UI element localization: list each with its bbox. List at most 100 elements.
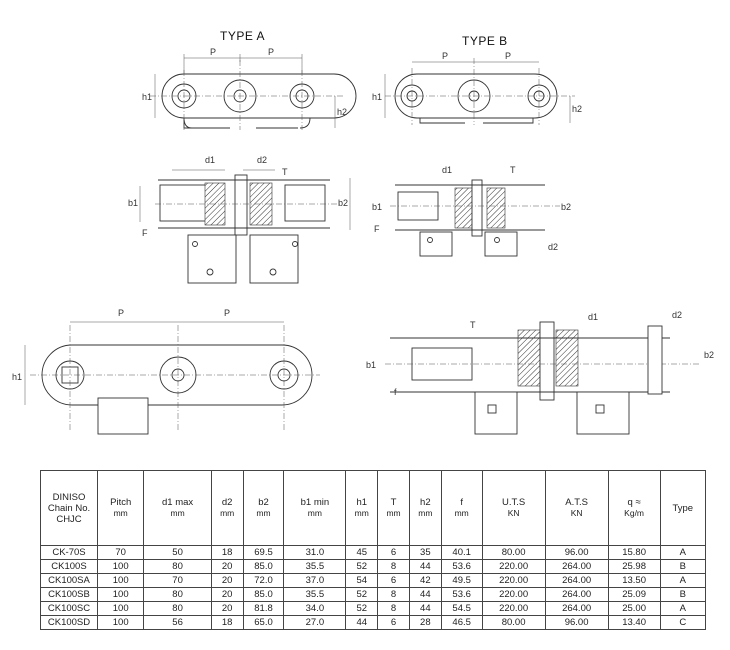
table-cell: 80 xyxy=(143,559,212,574)
table-cell: 56 xyxy=(143,615,212,630)
table-cell: A xyxy=(659,573,707,588)
table-cell: 54.5 xyxy=(440,601,483,616)
dim-p-a2: P xyxy=(268,47,274,57)
column-header-unit: KN xyxy=(507,508,520,518)
table-cell: 96.00 xyxy=(544,615,609,630)
table-cell: 44 xyxy=(408,559,442,574)
table-cell: 52 xyxy=(345,587,379,602)
table-cell: 220.00 xyxy=(481,587,546,602)
table-cell: 37.0 xyxy=(283,573,347,588)
dim-f-c: f xyxy=(394,387,397,397)
table-cell: 264.00 xyxy=(544,587,609,602)
table-cell: 25.09 xyxy=(607,587,661,602)
table-cell: 34.0 xyxy=(283,601,347,616)
dim-b2-c: b2 xyxy=(704,350,714,360)
table-cell: 80 xyxy=(143,601,212,616)
chain-model-cell: CK100SD xyxy=(40,615,98,630)
table-cell: 65.0 xyxy=(242,615,285,630)
table-cell: 49.5 xyxy=(440,573,483,588)
table-cell: 50 xyxy=(143,545,212,560)
column-header-label: q ≈ xyxy=(627,497,641,508)
table-cell: 70 xyxy=(96,545,145,560)
table-cell: 13.40 xyxy=(607,615,661,630)
table-cell: 28 xyxy=(408,615,442,630)
table-cell: 6 xyxy=(377,615,410,630)
chain-model-cell: CK100SA xyxy=(40,573,98,588)
table-cell: A xyxy=(659,601,707,616)
table-cell: 20 xyxy=(210,573,244,588)
table-cell: 72.0 xyxy=(242,573,285,588)
table-cell: 6 xyxy=(377,545,410,560)
dim-p-b2: P xyxy=(505,51,511,61)
table-cell: 100 xyxy=(96,559,145,574)
chain-model-cell: CK-70S xyxy=(40,545,98,560)
dim-d1-a: d1 xyxy=(205,155,215,165)
column-header-unit: Kg/m xyxy=(624,508,645,518)
dim-d2-a: d2 xyxy=(257,155,267,165)
type-a-section-view: d1 d2 T b1 b2 F xyxy=(128,155,351,284)
table-cell: 20 xyxy=(210,587,244,602)
table-cell: 18 xyxy=(210,615,244,630)
type-a-title: TYPE A xyxy=(220,29,265,43)
column-header-label: h1 xyxy=(356,497,368,508)
table-cell: 52 xyxy=(345,559,379,574)
table-cell: 85.0 xyxy=(242,587,285,602)
dim-h1-b: h1 xyxy=(372,92,382,102)
dim-f-b: F xyxy=(374,224,380,234)
column-header-unit: KN xyxy=(570,508,583,518)
table-cell: 40.1 xyxy=(440,545,483,560)
column-header-unit: mm xyxy=(256,508,271,518)
dim-b1-a: b1 xyxy=(128,198,138,208)
column-header: q ≈Kg/m xyxy=(607,470,661,546)
type-c-side-view: P P h1 xyxy=(12,308,320,435)
type-c-section-view: T d1 d2 b1 b2 f xyxy=(366,310,714,435)
table-cell: B xyxy=(659,559,707,574)
table-cell: 220.00 xyxy=(481,573,546,588)
column-header-label: Pitch xyxy=(110,497,132,508)
chain-model-cell: CK100S xyxy=(40,559,98,574)
table-cell: 25.00 xyxy=(607,601,661,616)
dim-t-a: T xyxy=(282,167,288,177)
table-cell: 44 xyxy=(345,615,379,630)
type-a-side-view: P P h1 h2 xyxy=(142,47,357,130)
table-cell: 8 xyxy=(377,559,410,574)
table-cell: 35.5 xyxy=(283,559,347,574)
dim-h2-b: h2 xyxy=(572,104,582,114)
column-header-label: d1 max xyxy=(162,497,194,508)
table-cell: B xyxy=(659,587,707,602)
dim-h1-c: h1 xyxy=(12,372,22,382)
column-header-label: f xyxy=(460,497,463,508)
table-cell: 264.00 xyxy=(544,601,609,616)
table-cell: 80 xyxy=(143,587,212,602)
table-cell: 53.6 xyxy=(440,587,483,602)
dim-p-b1: P xyxy=(442,51,448,61)
table-cell: 15.80 xyxy=(607,545,661,560)
dim-b2-a: b2 xyxy=(338,198,348,208)
table-cell: 42 xyxy=(408,573,442,588)
column-header: Type xyxy=(659,470,707,546)
dim-b2-b: b2 xyxy=(561,202,571,212)
column-header-unit: mm xyxy=(454,508,469,518)
column-header-unit: mm xyxy=(220,508,235,518)
table-cell: 80.00 xyxy=(481,545,546,560)
dim-d2-c: d2 xyxy=(672,310,682,320)
table-cell: 18 xyxy=(210,545,244,560)
table-cell: 44 xyxy=(408,601,442,616)
column-header-unit: mm xyxy=(307,508,322,518)
table-cell: 69.5 xyxy=(242,545,285,560)
type-b-title: TYPE B xyxy=(462,34,508,48)
dim-p-c1: P xyxy=(118,308,124,318)
table-cell: 264.00 xyxy=(544,559,609,574)
column-header: DINISO Chain No. CHJC xyxy=(40,470,98,546)
